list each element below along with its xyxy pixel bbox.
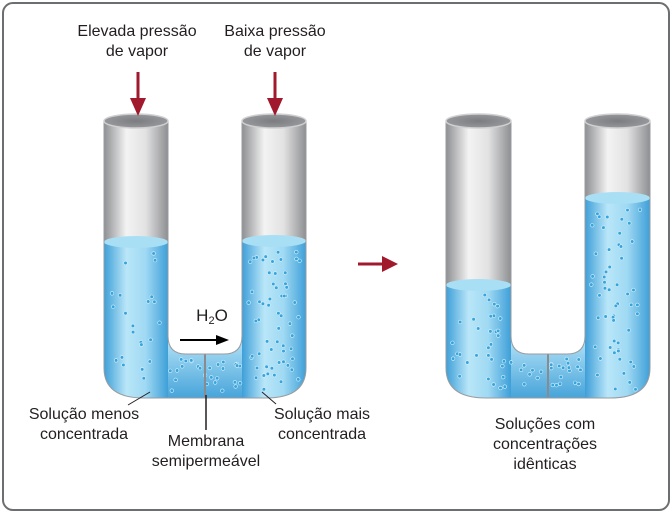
u-tube-after (445, 113, 651, 399)
solute-particles (450, 207, 643, 392)
tube-opening-right (241, 113, 307, 129)
tube-opening-left (103, 113, 169, 129)
label-identical-solutions: Soluções com concentrações idênticas (492, 416, 598, 473)
callout-line-less (127, 391, 151, 406)
solution-right (585, 198, 650, 398)
label-high-vapor-pressure: Elevada pressão de vapor (77, 23, 197, 60)
solution-surface-left (104, 236, 168, 248)
flow-arrow-icon (180, 335, 229, 345)
solute-particles (109, 250, 302, 393)
label-more-concentrated: Solução mais concentrada (273, 406, 371, 443)
tube-opening-left (445, 113, 512, 129)
label-water: H2O (196, 306, 228, 327)
arrow-down-icon (130, 72, 146, 116)
callout-line-more (261, 391, 277, 405)
process-arrow-icon (358, 256, 398, 272)
label-low-vapor-pressure: Baixa pressão de vapor (224, 23, 326, 60)
label-membrane: Membrana semipermeável (151, 433, 261, 470)
solution-surface-right (242, 235, 306, 247)
solution-right (242, 241, 306, 398)
solution-surface-right (585, 192, 650, 204)
arrow-down-icon (267, 72, 283, 116)
label-less-concentrated: Solução menos concentrada (28, 406, 140, 443)
solution-left (446, 285, 511, 398)
solution-left (104, 242, 168, 398)
solution-surface-left (446, 279, 511, 291)
tube-opening-right (584, 113, 651, 129)
